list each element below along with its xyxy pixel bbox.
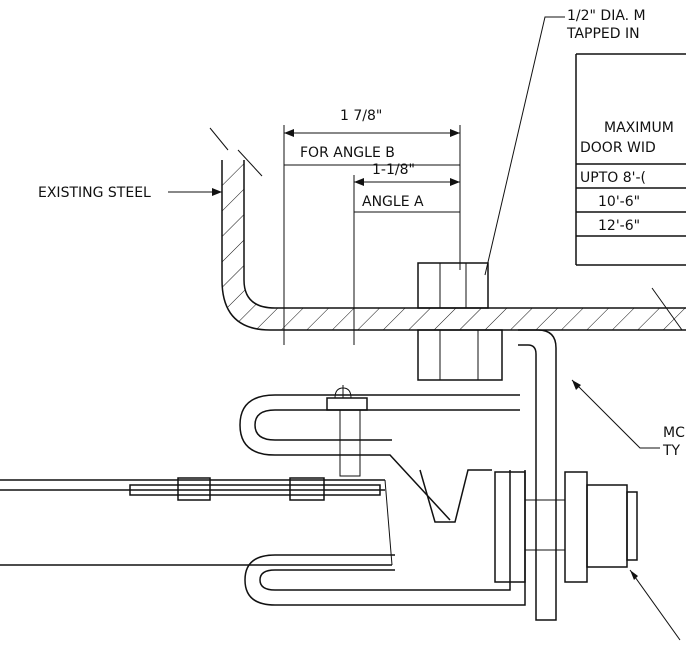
bolt-assembly xyxy=(417,262,503,381)
lower-bolt-assembly xyxy=(494,471,638,583)
table-row-1: UPTO 8'-( xyxy=(580,170,646,186)
table-header-line1: MAXIMUM xyxy=(604,120,674,136)
mount-note-leader xyxy=(571,379,660,449)
table-row-2: 10'-6" xyxy=(598,194,640,210)
door-rail xyxy=(0,477,393,566)
existing-steel-label: EXISTING STEEL xyxy=(38,185,151,201)
spring-clip xyxy=(239,394,526,606)
bolt-note-line1: 1/2" DIA. M xyxy=(567,8,646,24)
small-bolt xyxy=(326,385,368,477)
lower-bolt-leader xyxy=(629,569,681,641)
table-header-line2: DOOR WID xyxy=(580,140,656,156)
mount-note-line1: MC xyxy=(663,425,685,441)
dim-angle-b-value: 1 7/8" xyxy=(340,108,382,124)
existing-steel-section xyxy=(209,127,686,331)
door-width-table: MAXIMUM DOOR WID UPTO 8'-( 10'-6" 12'-6" xyxy=(575,53,686,266)
dim-angle-a-label: ANGLE A xyxy=(362,194,424,210)
table-row-3: 12'-6" xyxy=(598,218,640,234)
bolt-note-line2: TAPPED IN xyxy=(566,26,640,42)
mount-note-line2: TY xyxy=(662,443,681,459)
dim-angle-a-value: 1-1/8" xyxy=(372,162,415,178)
bolt-note-leader xyxy=(484,16,565,276)
angle-bracket xyxy=(518,329,557,621)
dim-angle-b-label: FOR ANGLE B xyxy=(300,145,395,161)
